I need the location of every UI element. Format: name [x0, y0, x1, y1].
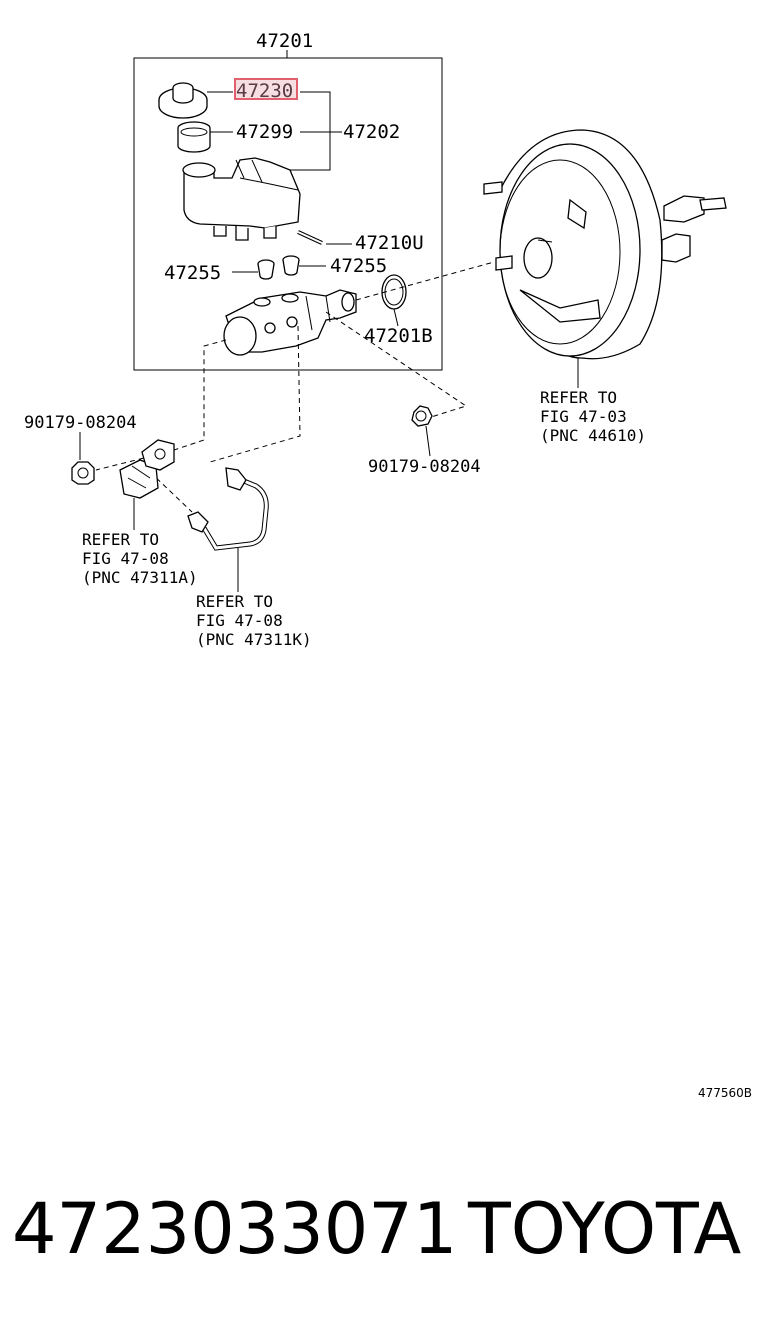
reservoir-tank[interactable] — [182, 157, 301, 241]
valve-ref-line-2: FIG 47-08 — [82, 549, 169, 568]
pin[interactable] — [297, 230, 323, 245]
booster-ref-line-2: FIG 47-03 — [540, 407, 627, 426]
nut-right[interactable] — [411, 405, 433, 427]
label-90179-left: 90179-08204 — [24, 413, 137, 433]
label-47201b: 47201B — [364, 325, 433, 347]
brake-tube[interactable] — [187, 467, 269, 551]
brake-booster[interactable] — [483, 129, 727, 360]
gasket-leader — [393, 308, 399, 327]
booster-ref-line-1: REFER TO — [540, 388, 617, 407]
nut-right-leader — [425, 425, 431, 457]
nut-right-path — [325, 311, 468, 419]
illustration-code: 477560B — [698, 1086, 752, 1100]
brand-name: TOYOTA — [468, 1188, 742, 1270]
tube-ref-line-3: (PNC 47311K) — [196, 630, 312, 649]
label-47210u: 47210U — [355, 232, 424, 254]
label-47255-left: 47255 — [164, 262, 221, 284]
master-cylinder[interactable] — [223, 289, 357, 356]
tube-ref-line-1: REFER TO — [196, 592, 273, 611]
label-47201: 47201 — [256, 30, 313, 52]
label-47255-right: 47255 — [330, 255, 387, 277]
highlight-box — [234, 78, 298, 100]
valve-ref-line-1: REFER TO — [82, 530, 159, 549]
parts-diagram: 47201 47230 47299 47202 47210U 47255 472… — [24, 30, 752, 1100]
part-number: 4723033071 — [12, 1188, 458, 1270]
tube-path — [209, 325, 301, 463]
booster-ref-line-3: (PNC 44610) — [540, 426, 646, 445]
label-47230[interactable]: 47230 — [236, 80, 293, 102]
label-90179-right: 90179-08204 — [368, 457, 481, 477]
valve-ref-line-3: (PNC 47311A) — [82, 568, 198, 587]
grommet-left[interactable] — [257, 259, 275, 280]
reservoir-cap[interactable] — [158, 82, 208, 119]
label-47299: 47299 — [236, 121, 293, 143]
alignment-line — [355, 261, 495, 301]
nut-left[interactable] — [71, 461, 95, 485]
grommet-right[interactable] — [282, 255, 300, 276]
strainer[interactable] — [177, 121, 211, 153]
tube-ref-line-2: FIG 47-08 — [196, 611, 283, 630]
pressure-valve[interactable] — [119, 439, 175, 499]
assembly-frame — [133, 57, 443, 371]
label-47202: 47202 — [343, 121, 400, 143]
reservoir-bracket — [268, 91, 331, 171]
